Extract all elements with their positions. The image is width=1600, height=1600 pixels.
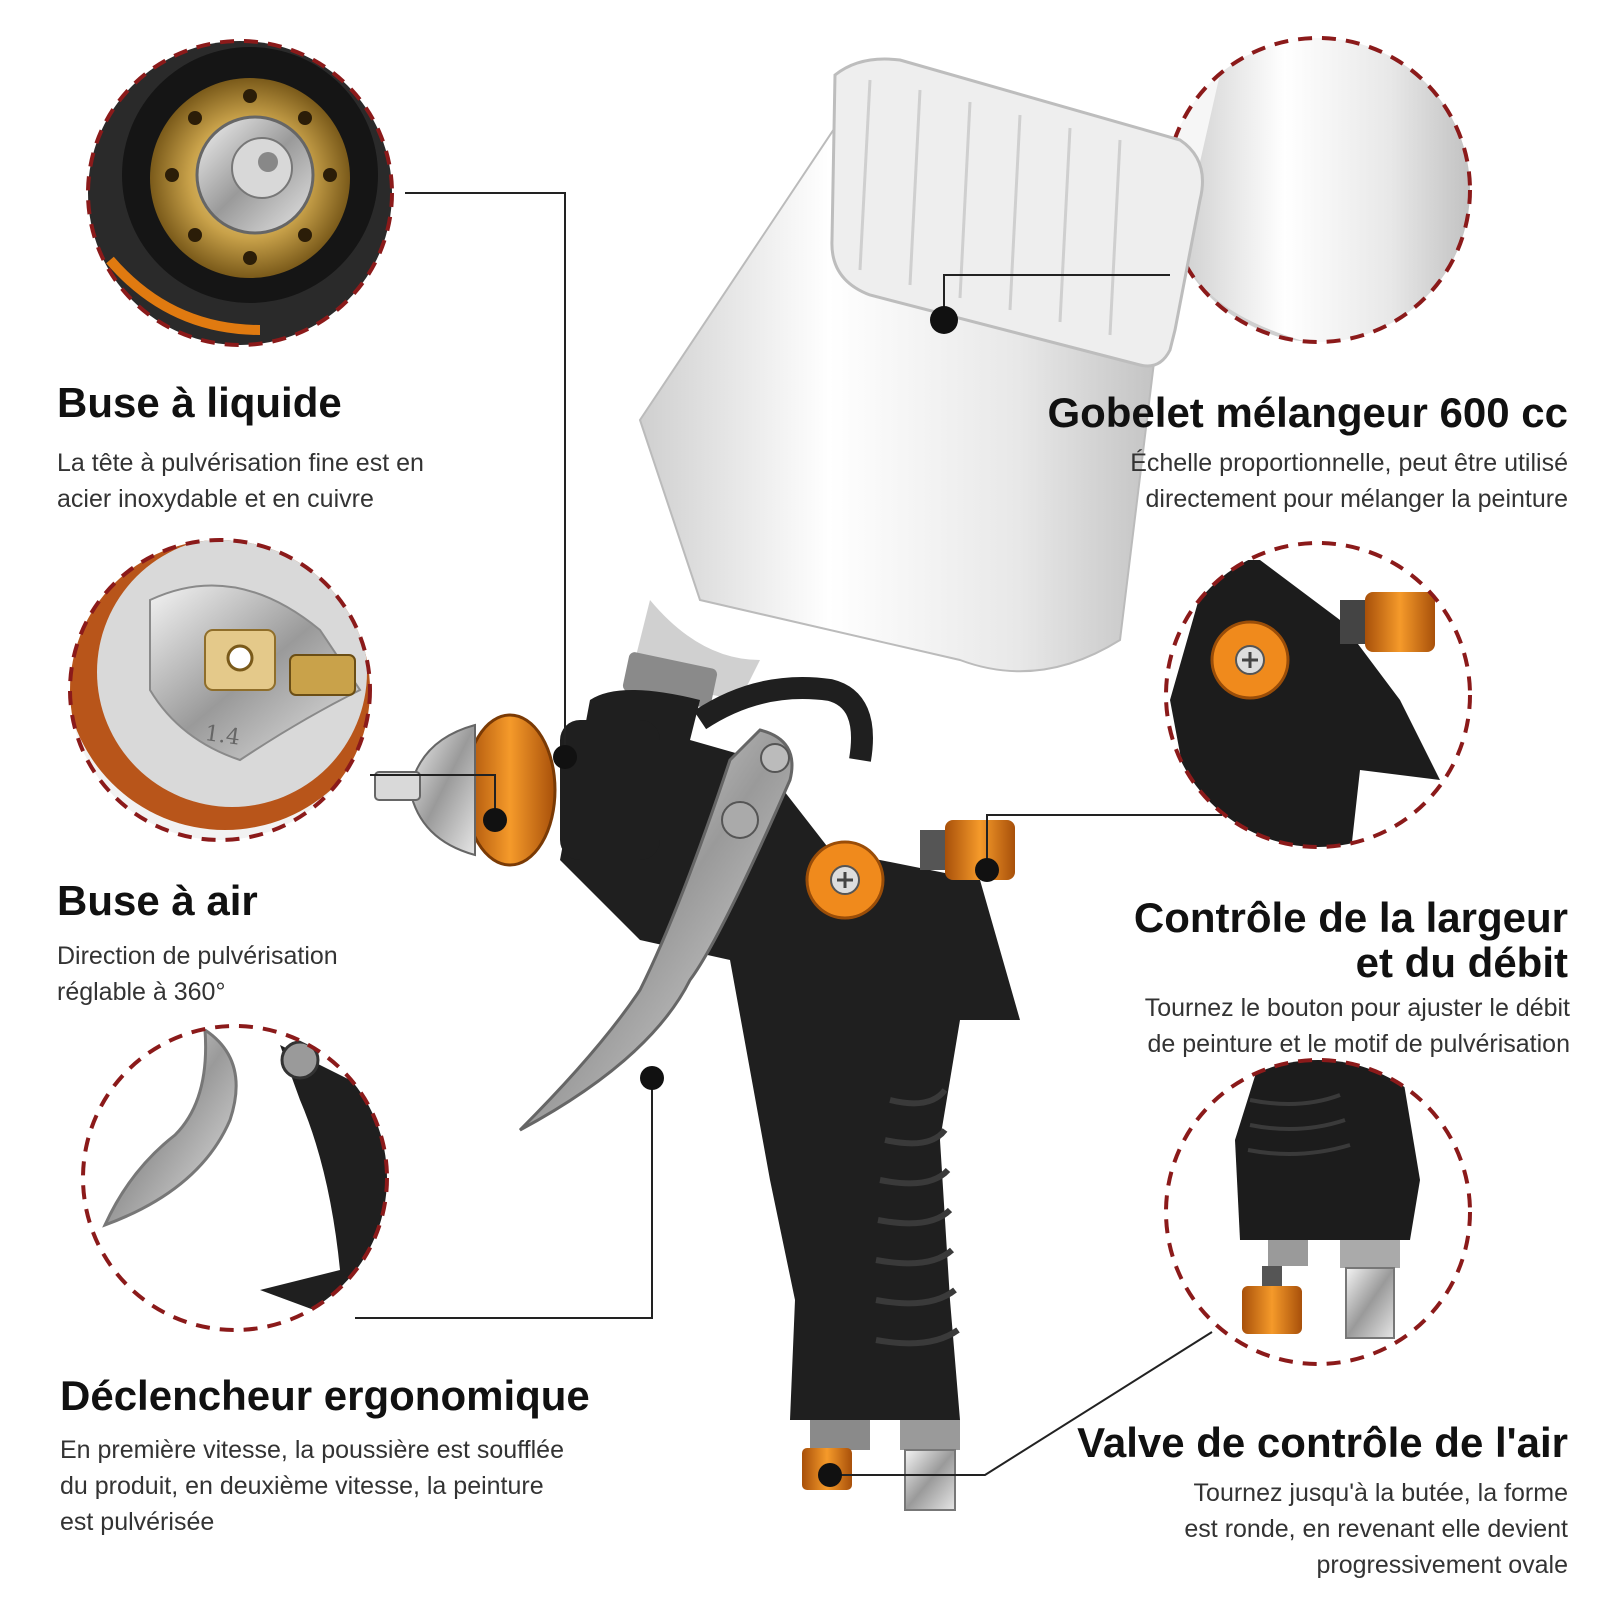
air-valve-title: Valve de contrôle de l'air [1077,1419,1568,1466]
gun-head [374,713,660,867]
width-flow-desc: Tournez le bouton pour ajuster le débit … [1144,994,1570,1058]
dashed-ring [1164,1058,1472,1366]
dashed-ring [86,39,394,347]
fluid-nozzle-desc: La tête à pulvérisation fine est en acie… [57,449,424,513]
air-valve-desc: Tournez jusqu'à la butée, la forme est r… [1184,1479,1568,1579]
gun-trigger [518,728,794,1132]
width-flow-title-line1: Contrôle de la largeur [1133,894,1568,941]
zoom-fluid-nozzle [86,39,394,347]
cup-desc: Échelle proportionnelle, peut être utili… [1130,449,1568,513]
leader-dots [483,306,999,1487]
gun-knobs [805,820,1015,920]
air-cap-title: Buse à air [57,877,258,924]
cap-marking: 1.4 [203,721,241,751]
dashed-ring [81,1024,389,1332]
dashed-ring [1164,36,1472,344]
spray-gun [374,57,1204,1511]
width-flow-title-line2: et du débit [1355,939,1568,986]
zoom-trigger [81,1024,389,1332]
paint-cup [622,57,1204,708]
zoom-air-valve [1164,1058,1472,1366]
trigger-title: Déclencheur ergonomique [60,1372,590,1419]
dashed-ring [68,538,372,842]
zoom-cup [1164,36,1472,344]
zoom-air-cap: 1.4 [68,538,372,842]
fluid-nozzle-title: Buse à liquide [57,379,342,426]
leader-lines [355,192,1222,1476]
trigger-desc: En première vitesse, la poussière est so… [60,1436,564,1536]
zoom-width-flow [1164,541,1472,849]
dashed-ring [1164,541,1472,849]
cup-title: Gobelet mélangeur 600 cc [1047,389,1568,436]
air-cap-desc: Direction de pulvérisation réglable à 36… [57,942,338,1006]
